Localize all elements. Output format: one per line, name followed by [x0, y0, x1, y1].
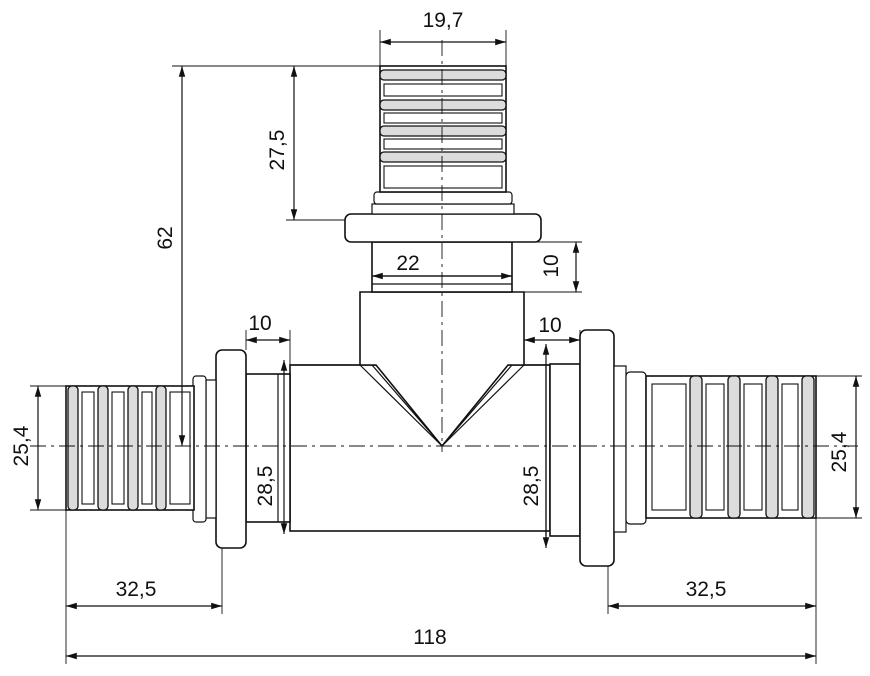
right-collar: [545, 329, 647, 567]
dim-right-socket-length: 10: [538, 314, 561, 337]
right-outlet: [645, 375, 817, 519]
dim-total-length: 118: [413, 626, 446, 649]
dim-left-outlet-diameter: 25,4: [10, 425, 33, 466]
top-collar: [344, 191, 542, 293]
left-collar: [192, 349, 291, 549]
dimension-labels: 19,7 62 27,5 22 10 10 10 28,5 28,5 25,4 …: [10, 9, 851, 649]
dim-left-outlet-length: 32,5: [116, 578, 157, 601]
dim-right-outlet-diameter: 25,4: [828, 431, 851, 472]
dim-total-height: 62: [154, 226, 177, 249]
top-outlet: [379, 65, 507, 193]
center-lines: [30, 40, 862, 452]
dim-top-neck-diameter: 22: [396, 252, 419, 275]
dim-top-neck-length: 10: [540, 254, 563, 277]
dim-right-inner-diameter: 28,5: [520, 466, 543, 507]
dimension-lines: [30, 30, 862, 664]
left-outlet: [65, 385, 195, 511]
dim-left-inner-diameter: 28,5: [254, 466, 277, 507]
dim-left-socket-length: 10: [248, 312, 271, 335]
dim-top-outlet-length: 27,5: [266, 130, 289, 171]
tee-body: [289, 291, 551, 532]
dim-top-outlet-diameter: 19,7: [423, 9, 464, 32]
dim-right-outlet-length: 32,5: [686, 578, 727, 601]
